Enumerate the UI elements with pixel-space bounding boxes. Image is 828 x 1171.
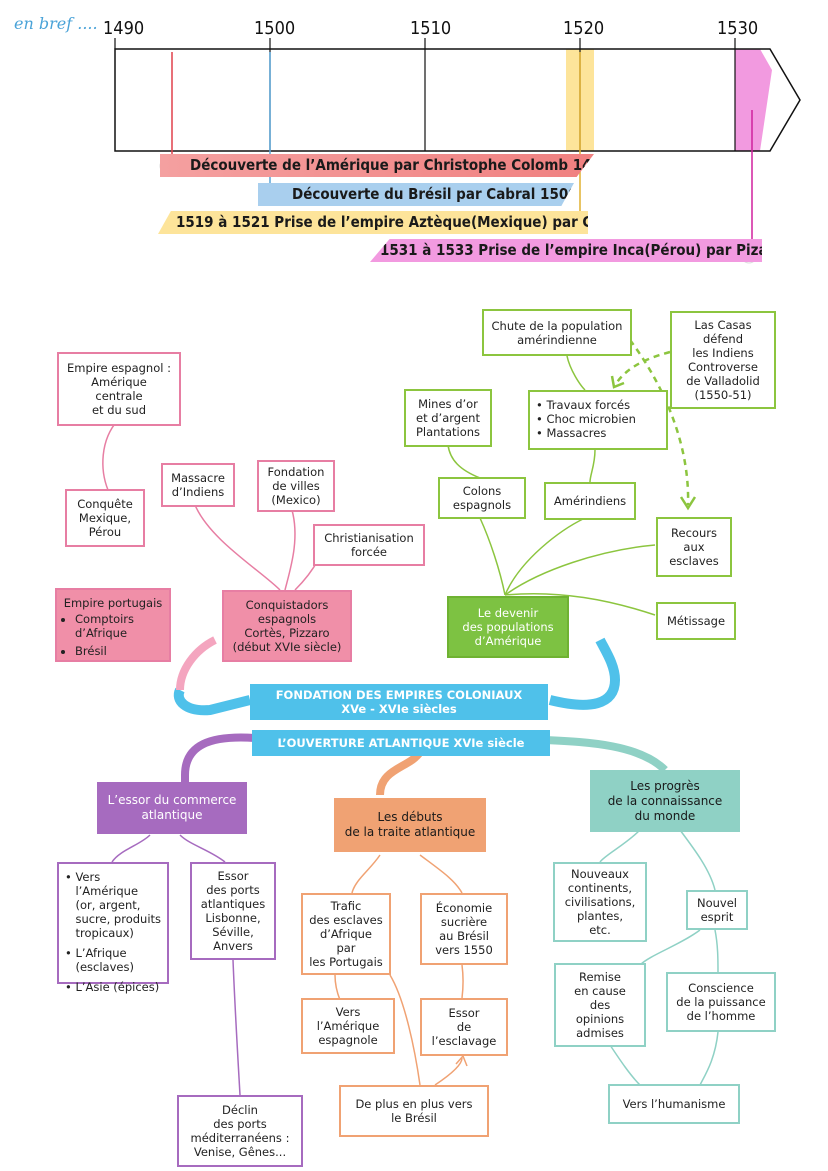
node-empire-portugais: Empire portugais Comptoirs d’Afrique Bré… — [55, 588, 171, 662]
node-essor-commerce: L’essor du commerce atlantique — [97, 782, 247, 834]
node-travaux: • Travaux forcés • Choc microbien • Mass… — [528, 390, 668, 450]
event-cabral: Découverte du Brésil par Cabral 1500 — [258, 183, 574, 206]
node-fondation-villes: Fondation de villes (Mexico) — [257, 460, 335, 512]
year-tick-label: 1500 — [254, 18, 296, 39]
timeline-arrow — [114, 38, 801, 264]
node-colons: Colons espagnols — [438, 477, 526, 519]
node-las-casas: Las Casas défend les Indiens Controverse… — [670, 311, 776, 409]
node-humanisme: Vers l’humanisme — [608, 1084, 740, 1124]
list-item: Brésil — [75, 644, 163, 658]
node-economie: Économie sucrière au Brésil vers 1550 — [420, 893, 508, 965]
year-tick-label: 1490 — [103, 18, 145, 39]
node-nouveaux-continents: Nouveaux continents, civilisations, plan… — [553, 862, 647, 942]
list-item: • L’Afrique (esclaves) — [65, 946, 134, 974]
banner-ouverture-title: L’OUVERTURE ATLANTIQUE XVIe siècle — [277, 736, 525, 750]
node-empire-espagnol: Empire espagnol : Amérique centrale et d… — [57, 352, 181, 426]
node-conquistadors: Conquistadors espagnols Cortès, Pizzaro … — [222, 590, 352, 662]
node-recours: Recours aux esclaves — [656, 517, 732, 577]
node-chute-population: Chute de la population amérindienne — [482, 309, 632, 356]
node-remise-en-cause: Remise en cause des opinions admises — [554, 963, 646, 1047]
node-massacre: Massacre d’Indiens — [161, 463, 235, 507]
empire-portugais-title: Empire portugais — [63, 596, 163, 610]
node-vers-amerique-espagnole: Vers l’Amérique espagnole — [301, 998, 395, 1054]
list-item: • Vers l’Amérique (or, argent, sucre, pr… — [65, 870, 162, 940]
node-devenir: Le devenir des populations d’Amérique — [447, 596, 569, 658]
node-debuts-traite: Les débuts de la traite atlantique — [334, 798, 486, 852]
node-trafic: Trafic des esclaves d’Afrique par les Po… — [301, 893, 391, 975]
banner-ouverture: L’OUVERTURE ATLANTIQUE XVIe siècle — [252, 730, 550, 756]
event-colomb: Découverte de l’Amérique par Christophe … — [160, 154, 594, 177]
node-amerindiens: Amérindiens — [544, 482, 636, 520]
node-vers-amerique: • Vers l’Amérique (or, argent, sucre, pr… — [57, 862, 169, 994]
list-item: Comptoirs d’Afrique — [75, 612, 163, 640]
node-conscience: Conscience de la puissance de l’homme — [666, 972, 776, 1032]
banner-fondation-period: XVe - XVIe siècles — [341, 702, 457, 716]
node-bresil: De plus en plus vers le Brésil — [339, 1085, 489, 1137]
node-conquete: Conquête Mexique, Pérou — [65, 489, 145, 547]
year-tick-label: 1530 — [717, 18, 759, 39]
timeline-label: en bref .... — [14, 14, 98, 33]
list-item: • Massacres — [536, 426, 607, 440]
list-item: • Choc microbien — [536, 412, 636, 426]
year-tick-label: 1520 — [563, 18, 605, 39]
event-pizarro: 1531 à 1533 Prise de l’empire Inca(Pérou… — [370, 239, 762, 262]
year-tick-label: 1510 — [410, 18, 452, 39]
node-metissage: Métissage — [656, 602, 736, 640]
node-declin: Déclin des ports méditerranéens : Venise… — [177, 1095, 303, 1167]
banner-fondation-title: FONDATION DES EMPIRES COLONIAUX — [275, 688, 523, 702]
node-essor-esclavage: Essor de l’esclavage — [420, 998, 508, 1056]
list-item: • Travaux forcés — [536, 398, 631, 412]
node-essor-ports: Essor des ports atlantiques Lisbonne, Sé… — [190, 862, 276, 960]
node-christianisation: Christianisation forcée — [313, 524, 425, 566]
list-item: • L’Asie (épices) — [65, 980, 160, 994]
event-cortes: 1519 à 1521 Prise de l’empire Aztèque(Me… — [158, 211, 588, 234]
period-inca — [735, 49, 772, 151]
node-progres: Les progrès de la connaissance du monde — [590, 770, 740, 832]
node-nouvel-esprit: Nouvel esprit — [686, 890, 748, 930]
banner-fondation: FONDATION DES EMPIRES COLONIAUX XVe - XV… — [250, 684, 548, 720]
node-mines: Mines d’or et d’argent Plantations — [404, 389, 492, 447]
